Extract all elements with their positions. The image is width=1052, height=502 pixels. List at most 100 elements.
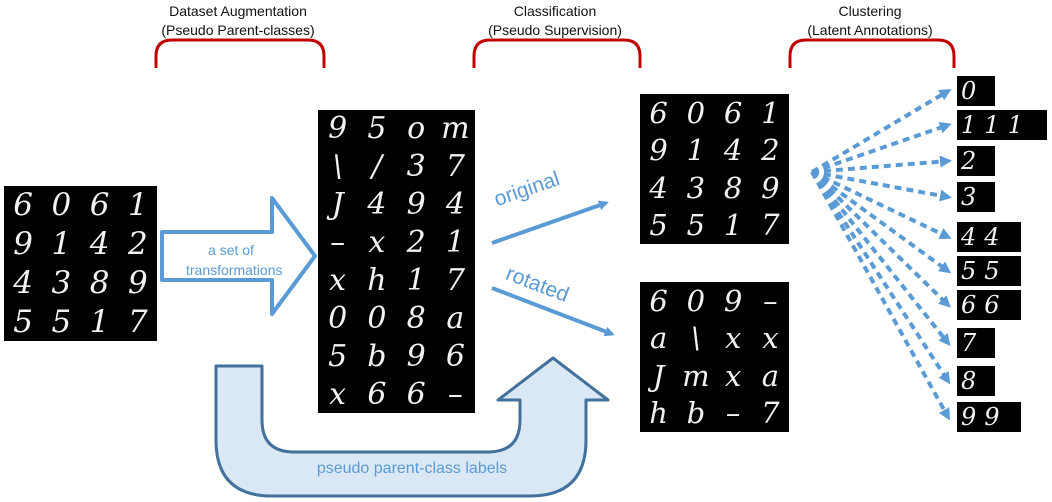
digit-cell: \ [332,149,343,185]
cluster-digit: 6 [984,291,1000,319]
digit-cell: 6 [13,187,33,224]
digit-cell: h [649,396,668,431]
digit-cell: 8 [406,300,426,336]
digit-cell: 5 [328,338,348,374]
digit-cell: 0 [328,300,348,336]
digit-cell: x [368,225,386,261]
header-augmentation: Dataset Augmentation (Pseudo Parent-clas… [118,2,358,40]
cluster-arrow [810,170,951,308]
cluster-digit: 6 [961,291,977,319]
digit-cell: 4 [13,264,33,301]
digit-cell: x [329,376,347,412]
digit-cell: 6 [367,376,387,412]
cluster-arrows [810,88,952,421]
digit-cell: 5 [686,208,706,243]
cluster-digit: 2 [961,147,977,175]
digit-cell: 1 [723,208,743,243]
original-arrow [491,200,609,245]
header-clustering: Clustering (Latent Annotations) [770,2,970,40]
digit-cell: 6 [445,338,465,374]
header-clustering-subtitle: (Latent Annotations) [807,22,933,38]
cluster-digit: 7 [961,329,977,357]
digit-cell: 5 [649,208,668,243]
cluster-strip: 7 [957,328,995,358]
cluster-strip: 0 [957,76,995,106]
digit-cell: h [367,262,387,298]
digit-cell: 3 [51,264,72,301]
header-augmentation-subtitle: (Pseudo Parent-classes) [161,22,315,38]
digit-cell: 4 [649,170,668,205]
bracket-classification [472,38,642,68]
cluster-digit: 1 [961,111,977,139]
bracket-clustering [788,38,956,68]
digit-cell: 9 [13,226,33,263]
cluster-digit: 5 [984,257,1000,285]
header-clustering-title: Clustering [838,3,902,19]
digit-cell: J [331,187,344,223]
digit-cell: 9 [761,170,780,205]
cluster-digit: 4 [984,223,1000,251]
digit-cell: 2 [128,226,148,263]
digit-cell: 1 [128,187,148,224]
digit-cell: 7 [761,208,780,243]
header-classification-title: Classification [513,3,597,19]
digit-cell: m [441,111,470,147]
cluster-strip: 8 [957,366,995,396]
digit-cell: 1 [761,95,780,130]
digit-cell: 7 [761,396,780,431]
digit-cell: x [329,262,347,298]
digit-cell: m [682,358,710,393]
digit-cell: 9 [649,133,668,168]
cluster-arrow [810,170,951,347]
digit-cell: 3 [686,170,706,205]
digit-cell: – [725,396,741,431]
digit-cell: 0 [686,283,706,318]
digit-cell: 2 [761,133,780,168]
header-classification-subtitle: (Pseudo Supervision) [488,22,622,38]
digit-cell: 3 [406,149,426,185]
transformations-label: a set of transformations [186,240,283,280]
cluster-strip: 2 [957,146,995,176]
digit-cell: a [446,300,465,336]
digit-cell: 0 [51,187,72,224]
digit-cell: 5 [367,111,387,147]
cluster-digit: 5 [961,257,977,285]
digit-cell: 4 [445,187,465,223]
digit-cell: – [447,376,463,412]
digit-cell: 1 [686,133,706,168]
header-augmentation-title: Dataset Augmentation [169,3,307,19]
digit-cell: 8 [89,264,110,301]
digit-cell: 6 [649,95,668,130]
digit-cell: a [649,321,668,356]
digit-cell: 4 [723,133,743,168]
cluster-strip: 3 [957,182,995,212]
bracket-augmentation [154,38,326,68]
digit-cell: 9 [128,264,148,301]
cluster-digit: 0 [961,77,977,105]
header-classification: Classification (Pseudo Supervision) [455,2,655,40]
cluster-arrow [810,170,951,385]
digit-cell: – [763,283,778,318]
digit-cell: b [367,338,387,374]
cluster-digit: 8 [961,367,977,395]
cluster-digit: 9 [961,403,977,431]
digit-cell: 0 [367,300,387,336]
digit-cell: x [762,321,779,356]
pseudo-label-arrow [214,356,610,498]
transformations-label-line2: transformations [186,262,283,278]
digit-cell: x [724,321,742,356]
cluster-arrow [810,170,952,274]
digit-cell: 1 [51,226,72,263]
cluster-arrow [810,171,950,421]
cluster-digit: 9 [984,403,1000,431]
